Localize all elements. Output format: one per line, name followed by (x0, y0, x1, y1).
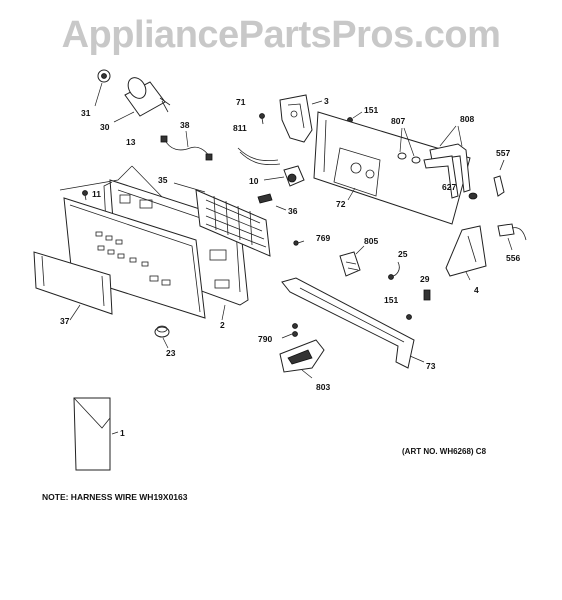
callout-37: 37 (60, 316, 70, 326)
part-11-screw (82, 190, 88, 201)
callout-807: 807 (391, 116, 405, 126)
callout-3: 3 (324, 96, 329, 106)
part-1-manual (73, 397, 111, 471)
harness-note: NOTE: HARNESS WIRE WH19X0163 (42, 492, 188, 502)
part-3-bracket (279, 94, 313, 143)
callout-1: 1 (120, 428, 125, 438)
callout-808: 808 (460, 114, 474, 124)
callout-31: 31 (81, 108, 91, 118)
part-807-grommets (397, 152, 421, 164)
callout-556: 556 (506, 253, 520, 263)
callout-151-bottom: 151 (384, 295, 398, 305)
part-803-housing (279, 339, 325, 373)
callout-25: 25 (398, 249, 408, 259)
callout-557: 557 (496, 148, 510, 158)
callout-30: 30 (100, 122, 110, 132)
part-30-capacitor (124, 77, 171, 117)
callout-10: 10 (249, 176, 259, 186)
part-36-clip (257, 193, 273, 204)
part-73-rear-bracket (281, 277, 415, 369)
callout-73: 73 (426, 361, 436, 371)
callout-29: 29 (420, 274, 430, 284)
callout-805: 805 (364, 236, 378, 246)
part-25-wire (388, 261, 400, 280)
part-557-valve (493, 159, 505, 197)
callout-4: 4 (474, 285, 479, 295)
part-console-front (63, 197, 206, 319)
callout-13: 13 (126, 137, 136, 147)
part-71-screw (259, 113, 265, 125)
callout-803: 803 (316, 382, 330, 392)
part-556-cord (497, 223, 527, 241)
callout-72: 72 (336, 199, 346, 209)
part-38-wire (160, 135, 213, 161)
part-805-switch (339, 251, 361, 277)
part-37-overlay (33, 251, 113, 315)
callout-790: 790 (258, 334, 272, 344)
part-151-screw-bottom (406, 314, 412, 320)
part-769-screw (293, 240, 305, 246)
callout-71: 71 (236, 97, 246, 107)
part-4-bracket (445, 225, 487, 277)
watermark-text: AppliancePartsPros.com (61, 14, 501, 56)
callout-35: 35 (158, 175, 168, 185)
part-72-backsplash (313, 111, 471, 225)
part-23-knob (154, 325, 170, 338)
part-811-harness (237, 147, 281, 166)
part-808-hoses (423, 143, 471, 199)
callout-38: 38 (180, 120, 190, 130)
callout-11: 11 (92, 189, 101, 199)
part-790-screw (292, 323, 298, 337)
part-627-washer (468, 192, 478, 200)
callout-627: 627 (442, 182, 456, 192)
part-31-cap (97, 69, 111, 83)
callout-151-top: 151 (364, 105, 378, 115)
callout-2: 2 (220, 320, 225, 330)
art-number: (ART NO. WH6268) C8 (402, 447, 487, 456)
callout-36: 36 (288, 206, 298, 216)
part-29-clip (423, 289, 431, 301)
part-35-grille (195, 189, 271, 257)
part-10-pressure-switch (283, 165, 305, 187)
callout-769: 769 (316, 233, 330, 243)
callout-811: 811 (233, 123, 247, 133)
callout-23: 23 (166, 348, 176, 358)
